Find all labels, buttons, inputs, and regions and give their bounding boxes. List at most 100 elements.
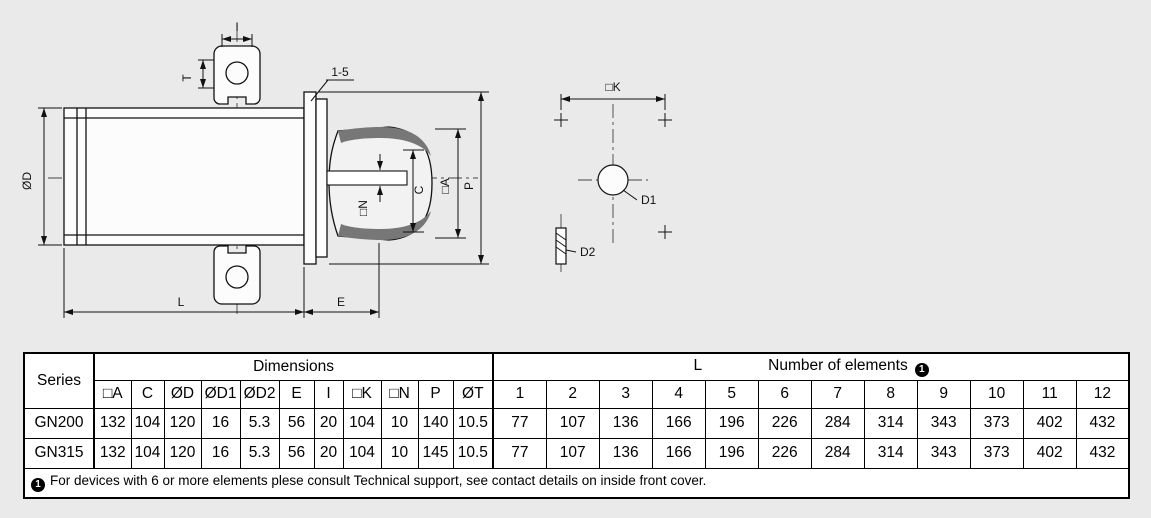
dim-value: 104 — [342, 407, 382, 439]
col-header-sq-a: □A — [93, 379, 132, 409]
mounting-bracket-top — [213, 45, 261, 105]
shaft — [326, 170, 408, 186]
dim-value: 10 — [380, 407, 419, 439]
element-value: 343 — [916, 437, 971, 469]
element-value: 343 — [916, 407, 971, 439]
dim-value: 16 — [200, 407, 241, 439]
series-name-gn315: GN315 — [23, 437, 95, 469]
element-value: 166 — [651, 407, 706, 439]
note-1-badge: 1 — [914, 362, 929, 377]
dim-value: 132 — [93, 407, 132, 439]
label-i: I — [235, 20, 238, 34]
label-d1: D1 — [641, 193, 657, 207]
col-header-el-9: 9 — [916, 379, 971, 409]
label-dia-d-icon-text: ØD — [20, 172, 34, 190]
dim-value: 5.3 — [239, 407, 280, 439]
col-header-e: E — [278, 379, 315, 409]
dim-value: 145 — [417, 437, 454, 469]
technical-drawing: ØD T I 1-5 □A P C □N L E □K D1 D2 — [20, 20, 672, 318]
element-value: 107 — [545, 437, 600, 469]
series-header: Series — [23, 352, 95, 409]
label-range-1-5: 1-5 — [331, 65, 349, 79]
element-value: 136 — [598, 407, 653, 439]
col-header-el-11: 11 — [1022, 379, 1077, 409]
element-value: 196 — [704, 407, 759, 439]
element-value: 432 — [1075, 407, 1130, 439]
col-header-el-3: 3 — [598, 379, 653, 409]
dimensions-table: Series Dimensions L Number of elements 1 □… — [23, 352, 1131, 499]
label-sq-k: □K — [605, 80, 620, 94]
elements-header-l: L — [693, 356, 703, 374]
element-value: 402 — [1022, 407, 1077, 439]
footnote: 1 For devices with 6 or more elements ple… — [23, 467, 1130, 499]
drawing-labels: ØD T I 1-5 □A P C □N L E □K D1 D2 — [20, 20, 657, 309]
element-value: 77 — [492, 437, 547, 469]
elements-header-text: Number of elements — [768, 356, 908, 374]
label-sq-a: □A — [438, 178, 452, 193]
element-value: 432 — [1075, 437, 1130, 469]
dim-value: 5.3 — [239, 437, 280, 469]
element-value: 284 — [810, 407, 865, 439]
dim-value: 20 — [313, 437, 344, 469]
col-header-sq-n: □N — [380, 379, 419, 409]
col-header-el-2: 2 — [545, 379, 600, 409]
dim-value: 140 — [417, 407, 454, 439]
dim-value: 56 — [278, 437, 315, 469]
dim-value: 16 — [200, 437, 241, 469]
col-header-el-10: 10 — [969, 379, 1024, 409]
switch-body-side-view — [63, 91, 328, 265]
col-header-dia-d2: ØD2 — [239, 379, 280, 409]
dimension-lines-front-view — [560, 94, 666, 253]
col-header-el-4: 4 — [651, 379, 706, 409]
dim-value: 120 — [163, 407, 202, 439]
handle-knob — [326, 126, 433, 241]
element-value: 136 — [598, 437, 653, 469]
label-sq-n: □N — [356, 200, 370, 216]
col-header-dia-d1: ØD1 — [200, 379, 241, 409]
bolt-hole-marks — [554, 113, 672, 239]
dim-value: 120 — [163, 437, 202, 469]
label-p: P — [462, 182, 476, 190]
dim-value: 104 — [130, 437, 165, 469]
dim-value: 104 — [130, 407, 165, 439]
element-value: 314 — [863, 437, 918, 469]
col-header-el-8: 8 — [863, 379, 918, 409]
dimension-lines-side-view — [38, 34, 489, 318]
dim-value: 10.5 — [452, 407, 495, 439]
col-header-p: P — [417, 379, 454, 409]
mounting-pattern-front-view — [554, 94, 672, 265]
col-header-el-12: 12 — [1075, 379, 1130, 409]
shaft-hole — [597, 164, 629, 196]
element-value: 196 — [704, 437, 759, 469]
dimensions-group-header: Dimensions — [93, 352, 495, 381]
front-plate — [315, 98, 328, 258]
dim-value: 20 — [313, 407, 344, 439]
element-value: 373 — [969, 407, 1024, 439]
element-value: 226 — [757, 407, 812, 439]
element-value: 402 — [1022, 437, 1077, 469]
col-header-el-6: 6 — [757, 379, 812, 409]
element-value: 226 — [757, 437, 812, 469]
series-name-gn200: GN200 — [23, 407, 95, 439]
label-c: C — [412, 185, 426, 194]
dim-value: 10.5 — [452, 437, 495, 469]
label-e: E — [337, 295, 345, 309]
footnote-text: For devices with 6 or more elements ples… — [50, 473, 707, 489]
element-value: 373 — [969, 437, 1024, 469]
element-value: 314 — [863, 407, 918, 439]
element-value: 284 — [810, 437, 865, 469]
col-header-el-1: 1 — [492, 379, 547, 409]
element-value: 166 — [651, 437, 706, 469]
dim-value: 132 — [93, 437, 132, 469]
element-value: 77 — [492, 407, 547, 439]
dim-value: 10 — [380, 437, 419, 469]
dim-value: 104 — [342, 437, 382, 469]
col-header-dia-t: ØT — [452, 379, 495, 409]
mounting-flange — [303, 91, 317, 265]
footnote-note-1-badge: 1 — [31, 478, 45, 493]
col-header-sq-k: □K — [342, 379, 382, 409]
label-l: L — [178, 295, 185, 309]
col-header-c: C — [130, 379, 165, 409]
d2-stud — [555, 227, 567, 265]
